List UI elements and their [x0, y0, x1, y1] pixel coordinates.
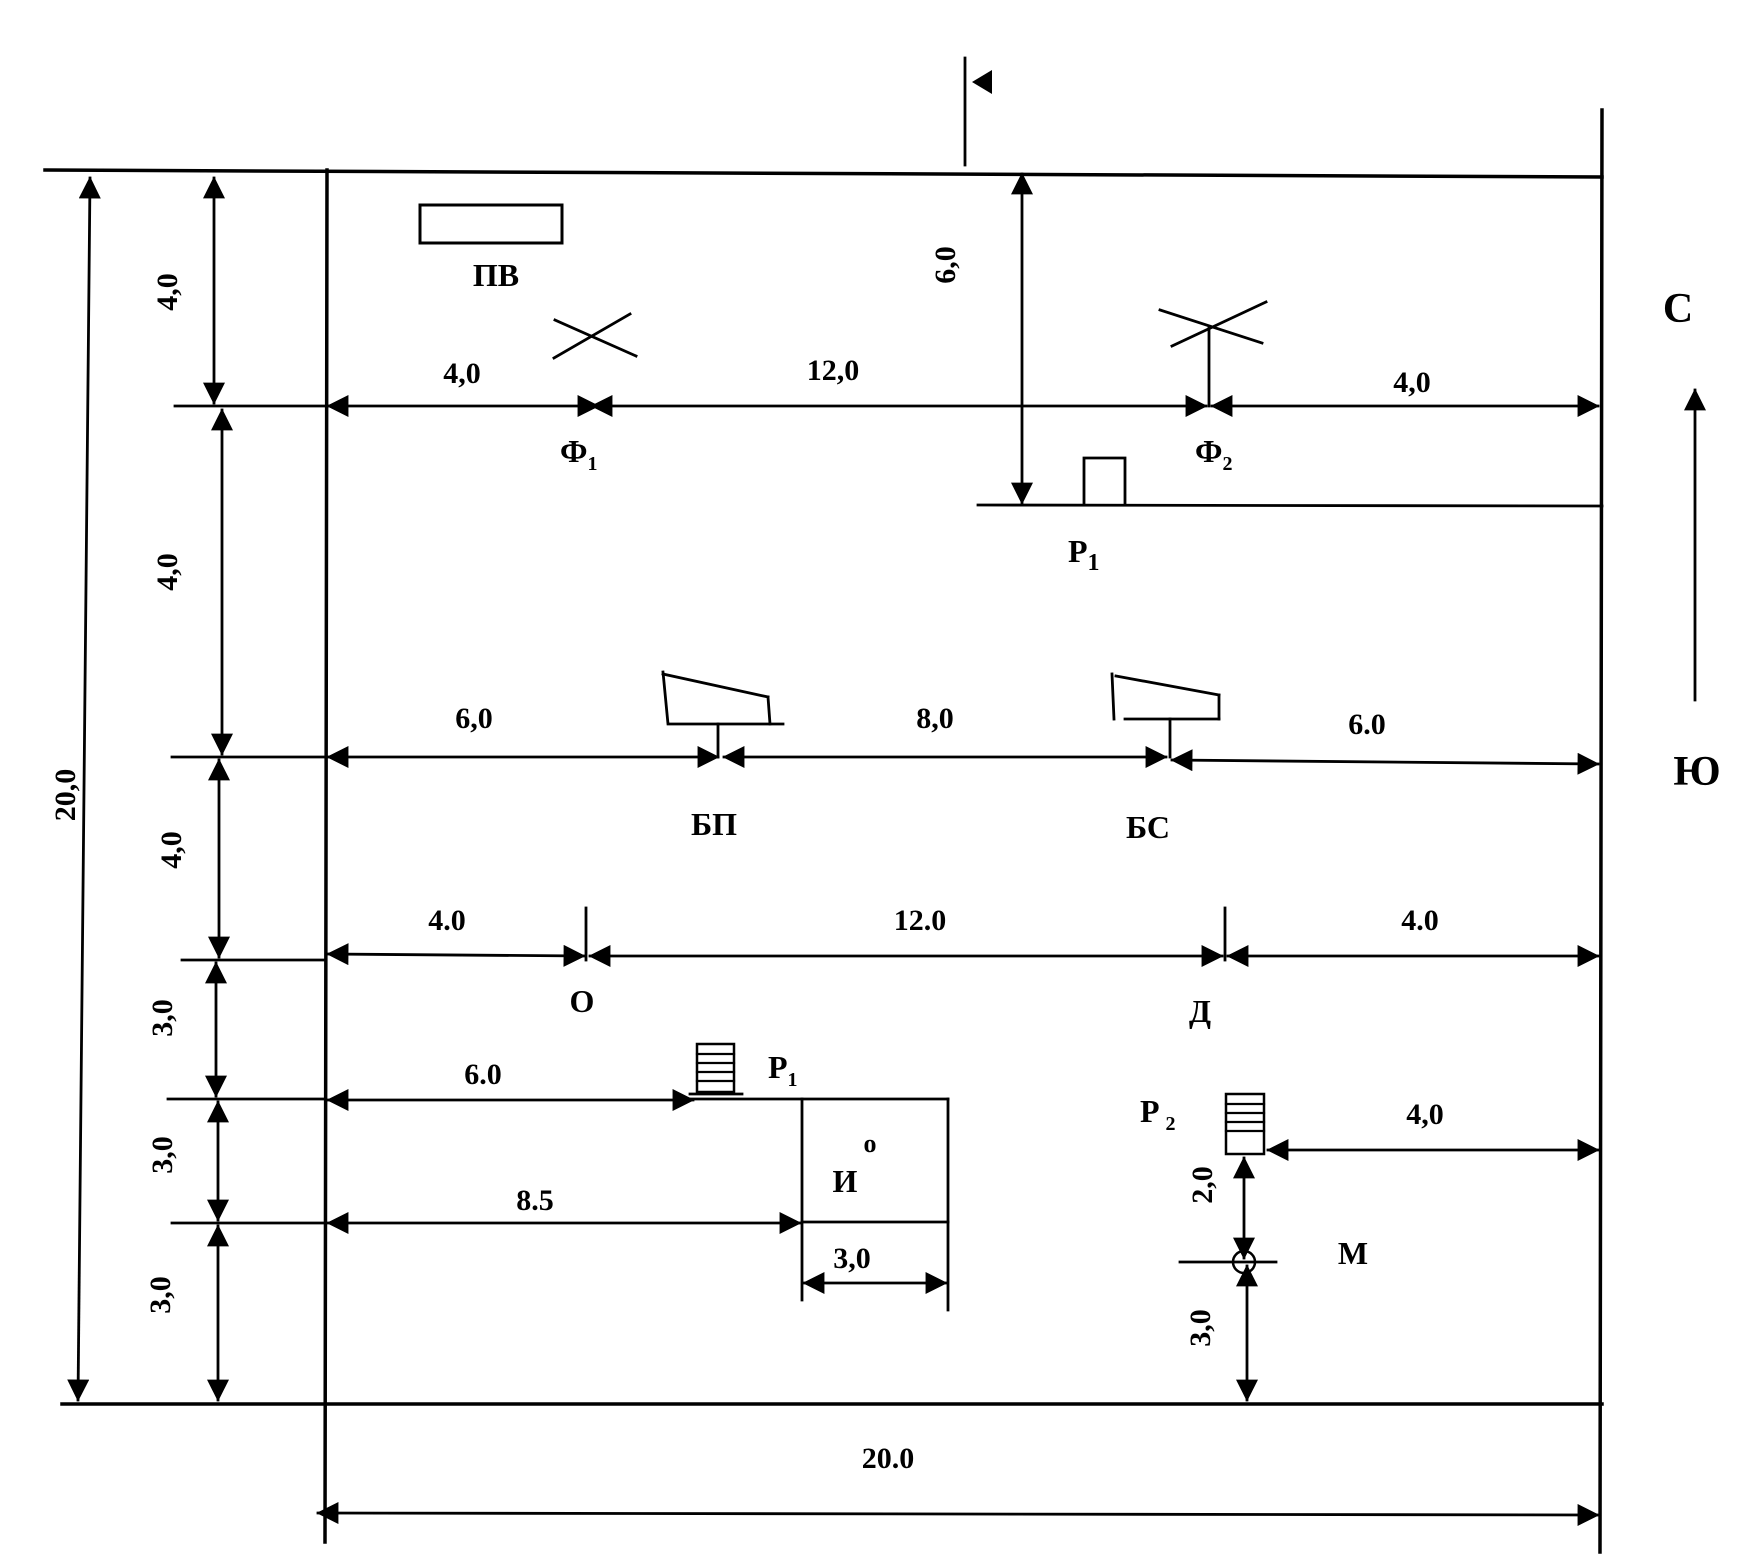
p2-icon [1224, 1092, 1266, 1156]
f1-label: Ф1 [560, 433, 597, 475]
dim-3-0-b: 3,0 [146, 1136, 179, 1174]
bp-label: БП [691, 806, 737, 842]
row1-left-dim: 4,0 [443, 357, 481, 390]
dim-total-height: 20,0 [49, 769, 82, 822]
bottom-total-dim: 20.0 [862, 1442, 915, 1475]
p1-top-label: Р1 [1068, 533, 1100, 576]
site-boundary [43, 108, 1604, 1554]
pv-rectangle [418, 203, 564, 245]
p1-top-box [1082, 456, 1127, 507]
row3-dimensions [326, 906, 1600, 967]
row4-dimensions [326, 1089, 948, 1294]
p1-bottom-label: Р1 [768, 1049, 798, 1091]
p1-bottom-icon [688, 1042, 744, 1096]
m-up-dim: 2,0 [1186, 1166, 1219, 1204]
row2-right-dim: 6.0 [1348, 708, 1386, 741]
p2-right-dim: 4,0 [1406, 1098, 1444, 1131]
signal-bp-icon [661, 670, 785, 759]
bs-label: БС [1126, 809, 1170, 845]
dim-lower-left: 4,0 [155, 831, 188, 869]
row2-dimensions [326, 746, 1600, 775]
row3-mid-dim: 12.0 [894, 904, 947, 937]
row2-mid-dim: 8,0 [916, 702, 954, 735]
m-marker-icon [1178, 1156, 1278, 1402]
row3-left-dim: 4.0 [428, 904, 466, 937]
south-label: Ю [1673, 749, 1720, 795]
dim-3-0-c: 3,0 [144, 1276, 177, 1314]
f2-label: Ф2 [1195, 433, 1232, 475]
o-label: О [570, 983, 595, 1019]
bottom-total-dim-line [316, 1502, 1600, 1526]
i-label: И [833, 1163, 858, 1199]
row1-right-dim: 4,0 [1393, 366, 1431, 399]
m-label: М [1338, 1235, 1368, 1271]
signal-bs-icon [1110, 672, 1221, 759]
i-width-dim: 3,0 [833, 1242, 871, 1275]
d-label: Д [1189, 993, 1211, 1029]
row4-left-dim: 6.0 [464, 1058, 502, 1091]
dim-3-0-a: 3,0 [146, 999, 179, 1037]
lamp-f1-icon [552, 312, 638, 360]
row2-left-dim: 6,0 [455, 702, 493, 735]
section-marker [963, 56, 992, 167]
row5-left-dim: 8.5 [516, 1184, 554, 1217]
lamp-f2-icon [1158, 300, 1268, 408]
pv-label: ПВ [473, 257, 519, 293]
dim-top-left: 4,0 [151, 273, 184, 311]
left-dimension-chain [67, 176, 327, 1402]
north-label: С [1663, 286, 1693, 332]
row1-mid-dim: 12,0 [807, 354, 860, 387]
dim-mid-left: 4,0 [151, 553, 184, 591]
m-down-dim: 3,0 [1184, 1309, 1217, 1347]
i-mark: о [864, 1129, 877, 1158]
area-i-outline [688, 1097, 950, 1312]
row3-right-dim: 4.0 [1401, 904, 1439, 937]
dim-6-0: 6,0 [929, 246, 962, 284]
